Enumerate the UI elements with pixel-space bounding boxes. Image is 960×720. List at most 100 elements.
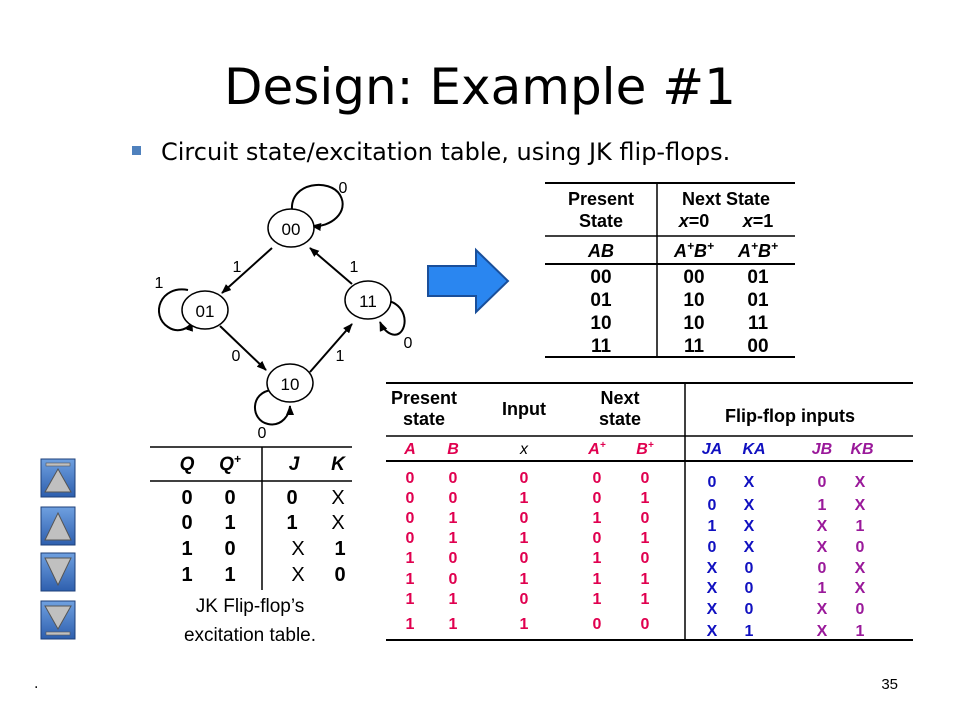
jk-excitation-table: Q Q+ J K 0 0 0 X 0 1 1 X 1 0 X 1 1 1 X 0: [150, 446, 352, 590]
exc-cell-x: 0: [520, 470, 529, 487]
exc-col-aplus: A+: [587, 440, 606, 458]
jk-cell: 0: [181, 512, 192, 534]
nav-next-icon[interactable]: [40, 552, 76, 592]
loop-00: [290, 183, 344, 231]
exc-cell-a: 0: [406, 490, 415, 507]
exc-col-bplus: B+: [636, 440, 654, 458]
jk-cell: 1: [286, 512, 297, 534]
exc-cell-a: 1: [406, 571, 415, 588]
transition-label: 1: [350, 259, 359, 276]
exc-cell-x: 1: [520, 530, 529, 547]
exc-cell-ap: 1: [593, 550, 602, 567]
exc-cell-kb: X: [855, 474, 866, 491]
jk-cell: 0: [224, 538, 235, 560]
exc-col-b: B: [447, 441, 459, 458]
exc-cell-a: 0: [406, 470, 415, 487]
right-arrow-icon: [427, 247, 510, 315]
exc-cell-ap: 0: [593, 530, 602, 547]
st-rows: 00 00 01 01 10 01 10 10 11 11 11 00: [590, 267, 769, 357]
edge-11-00: [309, 247, 353, 285]
exc-cell-bp: 1: [641, 530, 650, 547]
jk-cell: 1: [334, 538, 345, 560]
state-label: 11: [359, 292, 377, 311]
exc-cell-bp: 1: [641, 591, 650, 608]
transition-label: 1: [336, 348, 345, 365]
exc-cell-ka: 1: [745, 623, 754, 640]
transition-label: 0: [258, 425, 267, 442]
exc-cell-ka: X: [744, 474, 755, 491]
exc-cell-b: 1: [449, 591, 458, 608]
exc-cell-ja: X: [707, 560, 718, 577]
st-header-x1: x=1: [742, 211, 774, 231]
exc-cell-ja: X: [707, 623, 718, 640]
exc-cell-ap: 1: [593, 591, 602, 608]
exc-cell-bp: 0: [641, 616, 650, 633]
transition-label: 0: [232, 348, 241, 365]
exc-header: Next: [600, 388, 639, 408]
jk-header-j: J: [289, 454, 300, 475]
jk-caption-line1: JK Flip-flop’s: [195, 596, 305, 617]
exc-cell-jb: 1: [818, 497, 827, 514]
exc-cell-b: 1: [449, 510, 458, 527]
state-node-11: [344, 280, 392, 320]
exc-cell-jb: X: [817, 601, 828, 618]
st-cell: 00: [590, 267, 611, 288]
exc-cell-b: 0: [449, 470, 458, 487]
state-table: Present State Next State x=0 x=1 AB A+B+…: [545, 182, 795, 358]
st-cell: 00: [747, 336, 768, 357]
exc-cell-jb: X: [817, 518, 828, 535]
jk-cell: 1: [224, 564, 235, 586]
jk-cell: X: [331, 487, 344, 509]
exc-cell-ka: 0: [745, 580, 754, 597]
exc-col-kb: KB: [850, 441, 873, 458]
excitation-table: Present state Input Next state Flip-flop…: [386, 382, 913, 641]
transition-label: 0: [404, 335, 413, 352]
exc-col-x: x: [519, 441, 529, 458]
st-cell: 10: [683, 313, 704, 334]
jk-header-q: Q: [180, 454, 195, 475]
exc-cell-kb: 0: [856, 601, 865, 618]
bullet-text: Circuit state/excitation table, using JK…: [161, 138, 731, 166]
exc-cell-a: 1: [406, 550, 415, 567]
nav-last-icon[interactable]: [40, 600, 76, 640]
exc-cell-x: 1: [520, 571, 529, 588]
st-cell: 01: [747, 267, 769, 288]
loop-01: [158, 288, 193, 332]
exc-cell-kb: X: [855, 580, 866, 597]
jk-cell: X: [291, 564, 304, 586]
st-cell: 10: [590, 313, 611, 334]
bullet-square-icon: [132, 145, 141, 155]
exc-cell-ka: X: [744, 497, 755, 514]
st-cell: 01: [747, 290, 769, 311]
exc-cell-x: 1: [520, 490, 529, 507]
exc-col-ka: KA: [742, 441, 765, 458]
exc-cell-kb: 1: [856, 518, 865, 535]
exc-cell-ap: 0: [593, 616, 602, 633]
transition-label: 1: [155, 275, 164, 292]
exc-cell-b: 0: [449, 490, 458, 507]
exc-cell-x: 0: [520, 591, 529, 608]
exc-cell-kb: 0: [856, 539, 865, 556]
st-col-next0: A+B+: [673, 239, 714, 261]
st-cell: 00: [683, 267, 704, 288]
nav-prev-icon[interactable]: [40, 506, 76, 546]
exc-cell-ap: 0: [593, 490, 602, 507]
transition-label: 1: [233, 259, 242, 276]
jk-cell: X: [291, 538, 304, 560]
exc-cell-a: 1: [406, 616, 415, 633]
exc-cell-ap: 0: [593, 470, 602, 487]
exc-col-ja: JA: [702, 441, 722, 458]
state-label: 00: [282, 220, 301, 239]
exc-cell-ka: X: [744, 539, 755, 556]
bullet-item: Circuit state/excitation table, using JK…: [132, 138, 730, 166]
st-header: Next State: [682, 189, 770, 209]
exc-col-jb: JB: [812, 441, 832, 458]
exc-cell-ja: X: [707, 580, 718, 597]
st-cell: 11: [684, 336, 705, 357]
exc-cell-jb: X: [817, 623, 828, 640]
st-cell: 01: [590, 290, 612, 311]
nav-first-icon[interactable]: [40, 458, 76, 498]
exc-cell-b: 1: [449, 530, 458, 547]
